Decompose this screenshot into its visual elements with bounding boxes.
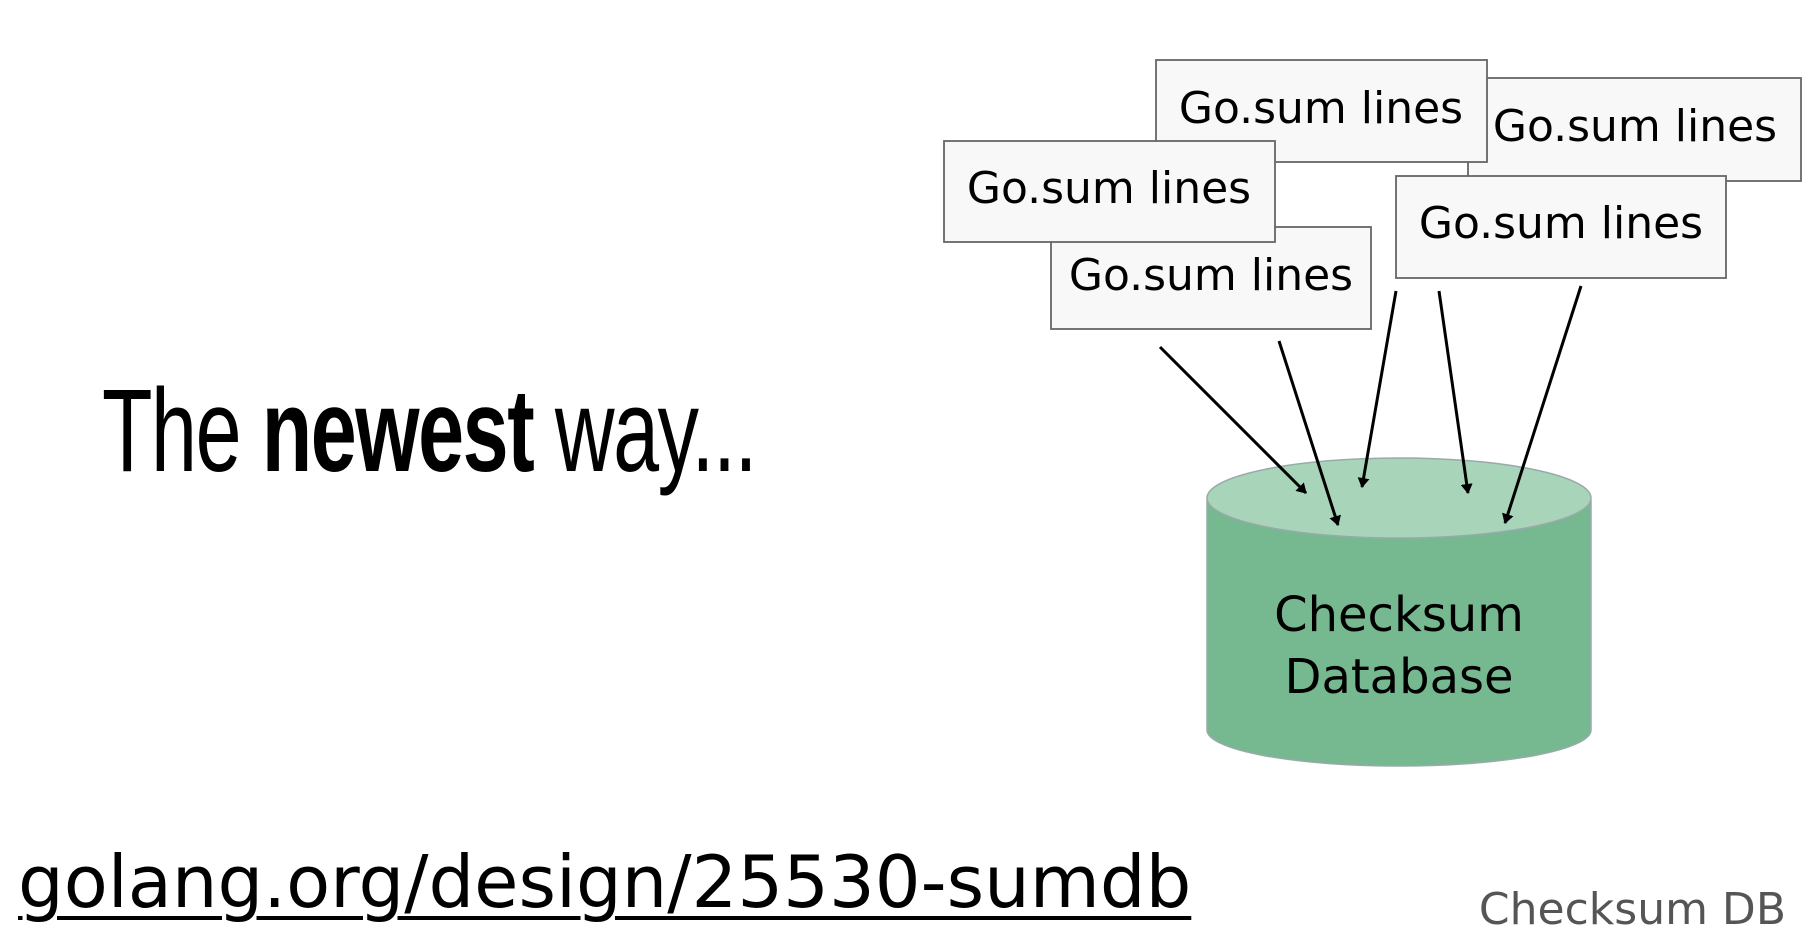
design-doc-link[interactable]: golang.org/design/25530-sumdb (18, 840, 1192, 924)
gosum-box: Go.sum lines (1050, 226, 1372, 330)
arrow (1357, 290, 1398, 488)
gosum-box-label: Go.sum lines (1493, 101, 1777, 152)
title-suffix: way... (533, 365, 758, 497)
arrows (1158, 285, 1583, 526)
title-prefix: The (102, 365, 262, 497)
slide-title: The newest way... (102, 372, 757, 490)
gosum-box-label: Go.sum lines (1419, 198, 1703, 249)
title-emphasis: newest (261, 365, 535, 497)
arrow (1437, 290, 1473, 494)
arrow (1502, 285, 1583, 524)
slide-footer: Checksum DB (1478, 884, 1786, 935)
arrow (1277, 340, 1341, 526)
arrow (1158, 345, 1308, 495)
checksum-database: Checksum Database (1206, 457, 1592, 767)
gosum-box-label: Go.sum lines (967, 163, 1251, 214)
gosum-box: Go.sum lines (1395, 175, 1727, 279)
gosum-box: Go.sum lines (943, 140, 1276, 243)
database-label-line2: Database (1284, 649, 1513, 705)
gosum-box: Go.sum lines (1467, 77, 1802, 182)
gosum-box-label: Go.sum lines (1179, 83, 1463, 134)
database-label-line1: Checksum (1274, 587, 1524, 643)
database-top (1206, 457, 1592, 539)
gosum-box: Go.sum lines (1155, 59, 1488, 163)
database-body (1206, 499, 1592, 767)
gosum-box-label: Go.sum lines (1069, 250, 1353, 301)
